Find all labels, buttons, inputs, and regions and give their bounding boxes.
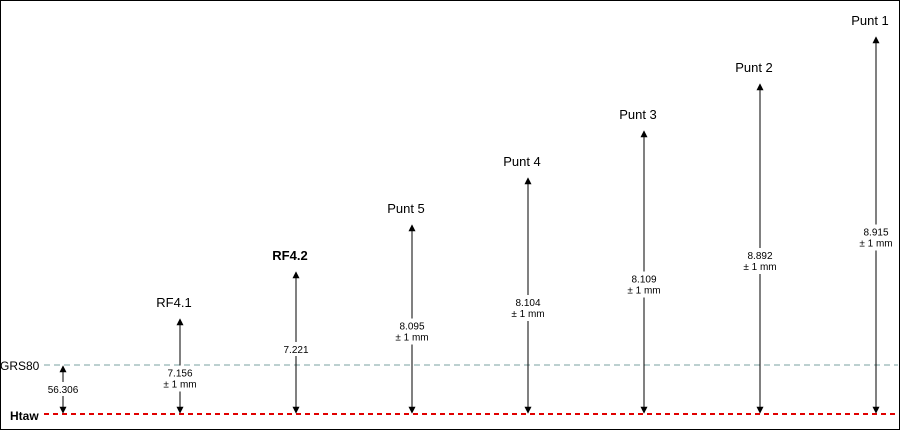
point-marker: RF4.2 7.221 (272, 248, 316, 414)
point-name: Punt 4 (503, 154, 541, 169)
point-name: Punt 3 (619, 107, 657, 122)
offset-value: 56.306 (48, 385, 79, 396)
point-value: 8.915 (863, 228, 888, 239)
value-background (276, 342, 316, 356)
point-marker: Punt 1 8.915± 1 mm (851, 13, 896, 414)
point-tolerance: ± 1 mm (511, 309, 544, 320)
point-name: RF4.1 (156, 295, 191, 310)
point-tolerance: ± 1 mm (743, 262, 776, 273)
point-tolerance: ± 1 mm (395, 333, 428, 344)
point-value: 8.104 (515, 298, 540, 309)
point-marker: Punt 5 8.095± 1 mm (387, 201, 432, 414)
point-value: 7.221 (283, 345, 308, 356)
value-background (856, 224, 896, 251)
point-name: RF4.2 (272, 248, 307, 263)
value-background (624, 271, 664, 298)
point-tolerance: ± 1 mm (163, 380, 196, 391)
point-name: Punt 2 (735, 60, 773, 75)
value-background (740, 248, 780, 274)
point-marker: RF4.1 7.156± 1 mm (156, 295, 200, 414)
point-name: Punt 5 (387, 201, 425, 216)
value-background (508, 295, 548, 321)
offset-value-bg (44, 382, 82, 396)
point-value: 8.892 (747, 251, 772, 262)
grs80-label: GRS80 (0, 359, 40, 373)
point-marker: Punt 3 8.109± 1 mm (619, 107, 664, 414)
point-marker: Punt 2 8.892± 1 mm (735, 60, 780, 414)
point-tolerance: ± 1 mm (859, 239, 892, 250)
htaw-label: Htaw (10, 409, 39, 423)
point-tolerance: ± 1 mm (627, 286, 660, 297)
point-value: 8.109 (631, 275, 656, 286)
point-value: 8.095 (399, 322, 424, 333)
point-marker: Punt 4 8.104± 1 mm (503, 154, 548, 414)
value-background (160, 365, 200, 392)
point-name: Punt 1 (851, 13, 889, 28)
point-value: 7.156 (167, 369, 192, 380)
value-background (392, 318, 432, 345)
